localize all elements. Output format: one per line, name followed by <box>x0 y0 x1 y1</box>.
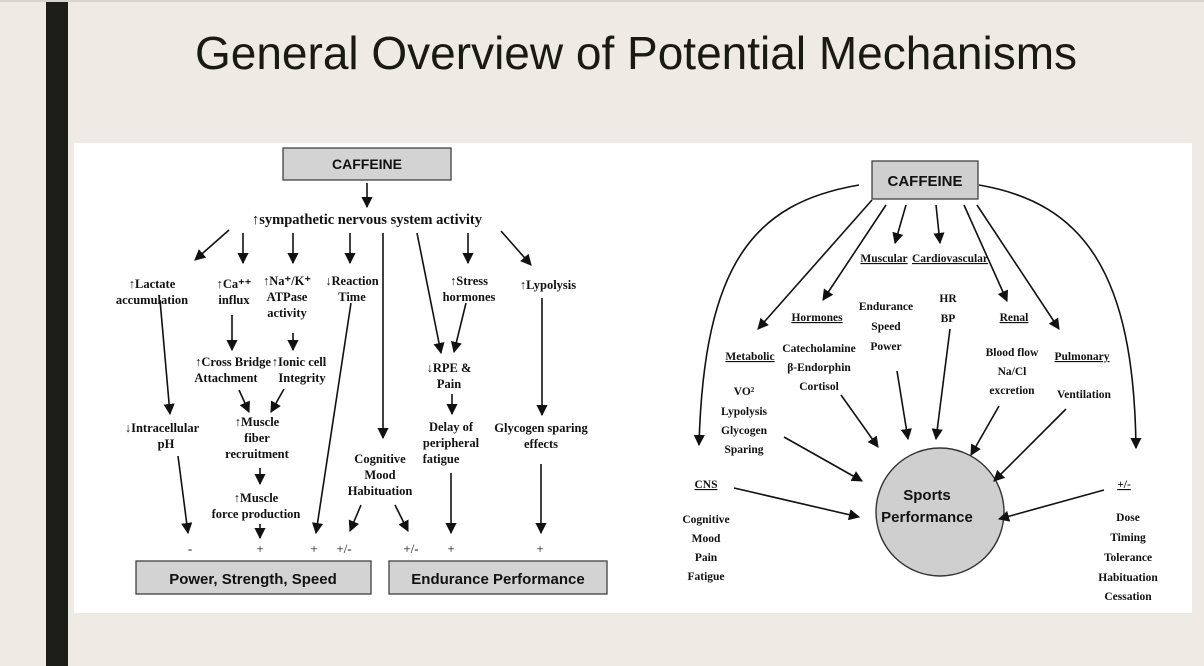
sign-reaction: + <box>310 541 317 556</box>
sign-force: + <box>256 541 263 556</box>
slide-top-rule <box>0 0 1204 2</box>
sign-cognitive-endurance: +/- <box>403 541 418 556</box>
cardiovascular-header: Cardiovascular <box>912 253 988 265</box>
left-caffeine-box <box>282 147 452 181</box>
effect-signs: - + + +/- +/- + + <box>188 541 544 556</box>
pulmonary-header: Pulmonary <box>1055 351 1110 363</box>
left-diagram: CAFFEINE ↑sympathetic nervous system act… <box>116 147 608 595</box>
sign-glycogen: + <box>536 541 543 556</box>
diagram-image: CAFFEINE ↑sympathetic nervous system act… <box>74 143 1192 613</box>
right-caffeine-box <box>871 160 979 200</box>
rpe-pain-label: ↓RPE &Pain <box>427 361 472 391</box>
sign-cognitive-power: +/- <box>336 541 351 556</box>
sns-activity-label: ↑sympathetic nervous system activity <box>252 212 483 228</box>
right-diagram: CAFFEINE Muscular Cardiovascular Hormone… <box>682 160 1158 603</box>
left-arrows <box>159 183 548 540</box>
power-strength-label: Power, Strength, Speed <box>169 571 337 588</box>
endurance-label: Endurance Performance <box>411 571 584 588</box>
slide-accent-bar <box>46 2 68 666</box>
right-arrows <box>693 184 1142 522</box>
renal-header: Renal <box>1000 312 1029 324</box>
sign-delay: + <box>447 541 454 556</box>
left-caffeine-label: CAFFEINE <box>332 156 402 172</box>
power-strength-box <box>135 560 372 595</box>
pulmonary-items: Ventilation <box>1057 389 1111 401</box>
sign-lactate: - <box>188 541 192 556</box>
ca-influx-label: ↑Ca⁺⁺influx <box>217 277 252 307</box>
right-caffeine-label: CAFFEINE <box>888 173 963 190</box>
lipolysis-label: ↑Lypolysis <box>520 278 576 292</box>
metabolic-header: Metabolic <box>725 351 774 363</box>
cns-header: CNS <box>694 479 717 491</box>
hormones-header: Hormones <box>791 312 843 324</box>
slide-title: General Overview of Potential Mechanisms <box>194 27 1078 79</box>
plusminus-header: +/- <box>1117 479 1131 491</box>
mechanisms-diagrams: CAFFEINE ↑sympathetic nervous system act… <box>116 147 1158 603</box>
muscular-header: Muscular <box>860 253 907 265</box>
endurance-box <box>388 560 608 595</box>
